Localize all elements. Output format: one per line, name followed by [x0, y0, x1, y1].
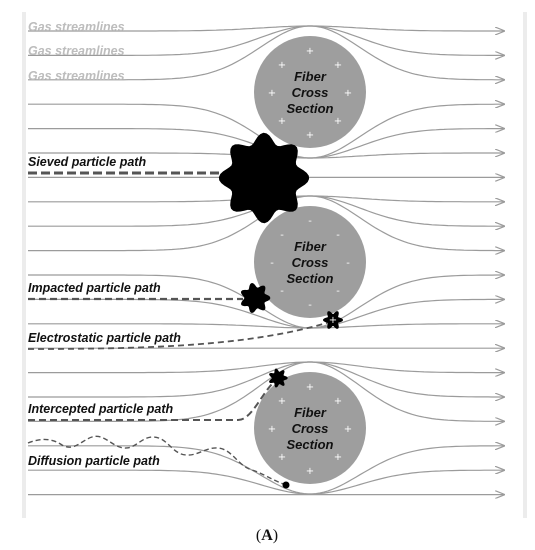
sieved-path-label: Sieved particle path	[28, 155, 146, 169]
streamline-15	[28, 361, 504, 373]
charge-mark: +	[278, 452, 286, 463]
charge-mark: -	[270, 258, 274, 269]
charge-mark: +	[306, 46, 314, 57]
sieved-particle	[218, 132, 310, 224]
fiber-middle-charges: - - - - - - - -	[270, 216, 350, 311]
intercepted-particle	[269, 368, 288, 388]
streamline-13	[28, 324, 504, 329]
charge-mark: -	[346, 258, 350, 269]
fiber-cross-section-bottom	[254, 372, 366, 484]
charge-mark: -	[308, 216, 312, 227]
intercepted-path-label: Intercepted particle path	[28, 402, 174, 416]
streamline-18	[28, 446, 504, 495]
gas-streamlines-label-2: Gas streamlines	[28, 44, 125, 58]
gas-streamlines	[28, 25, 504, 495]
charge-mark: +	[278, 116, 286, 127]
fiber-bottom-label-line1: Fiber	[294, 405, 327, 420]
electrostatic-particle-charge: +	[329, 315, 337, 326]
charge-mark: +	[306, 130, 314, 141]
fiber-middle-label-line1: Fiber	[294, 239, 327, 254]
charge-mark: +	[268, 424, 276, 435]
electrostatic-path-line	[27, 321, 331, 350]
diffusion-particle	[282, 481, 290, 489]
streamline-17	[28, 361, 504, 421]
charge-mark: +	[278, 396, 286, 407]
diffusion-path-label: Diffusion particle path	[28, 454, 160, 468]
streamline-19	[28, 470, 504, 495]
charge-mark: +	[344, 88, 352, 99]
streamline-11	[28, 275, 504, 329]
fiber-bottom-label-line2: Cross	[292, 421, 329, 436]
gas-streamlines-label-1: Gas streamlines	[28, 20, 125, 34]
streamline-1	[28, 25, 504, 31]
diffusion-path-line	[27, 435, 287, 486]
charge-mark: +	[334, 396, 342, 407]
streamline-16	[28, 361, 504, 397]
gas-streamlines-label-3: Gas streamlines	[28, 69, 125, 83]
charge-mark: +	[344, 424, 352, 435]
fiber-middle-label-line2: Cross	[292, 255, 329, 270]
fiber-top: + + + + + + + + Fiber Cross Section	[254, 36, 366, 148]
fiber-bottom-charges: + + + + + + + +	[268, 382, 352, 477]
fiber-top-charges: + + + + + + + +	[268, 46, 352, 141]
fiber-middle: - - - - - - - - Fiber Cross Section	[254, 206, 366, 318]
fiber-cross-section-middle	[254, 206, 366, 318]
charge-mark: +	[268, 88, 276, 99]
charge-mark: +	[334, 116, 342, 127]
charge-mark: +	[306, 382, 314, 393]
fiber-cross-section-top	[254, 36, 366, 148]
fiber-top-label-line2: Cross	[292, 85, 329, 100]
charge-mark: -	[280, 230, 284, 241]
charge-mark: +	[334, 60, 342, 71]
particles: +	[218, 132, 343, 489]
fiber-top-label-line3: Section	[287, 101, 334, 116]
figure-caption: (A)	[256, 527, 278, 544]
fiber-middle-label-line3: Section	[287, 271, 334, 286]
charge-mark: -	[280, 286, 284, 297]
electrostatic-path-label: Electrostatic particle path	[28, 331, 181, 345]
charge-mark: -	[336, 286, 340, 297]
fiber-bottom-label-line3: Section	[287, 437, 334, 452]
streamline-3	[28, 25, 504, 80]
impacted-particle	[241, 283, 271, 313]
charge-mark: +	[334, 452, 342, 463]
charge-mark: -	[336, 230, 340, 241]
charge-mark: -	[308, 300, 312, 311]
streamline-2	[28, 25, 504, 55]
charge-mark: +	[306, 466, 314, 477]
charge-mark: +	[278, 60, 286, 71]
fiber-bottom: + + + + + + + + Fiber Cross Section	[254, 372, 366, 484]
electrostatic-particle	[323, 311, 343, 329]
impacted-path-label: Impacted particle path	[28, 281, 161, 295]
intercepted-path-line	[28, 379, 277, 421]
fiber-top-label-line1: Fiber	[294, 69, 327, 84]
